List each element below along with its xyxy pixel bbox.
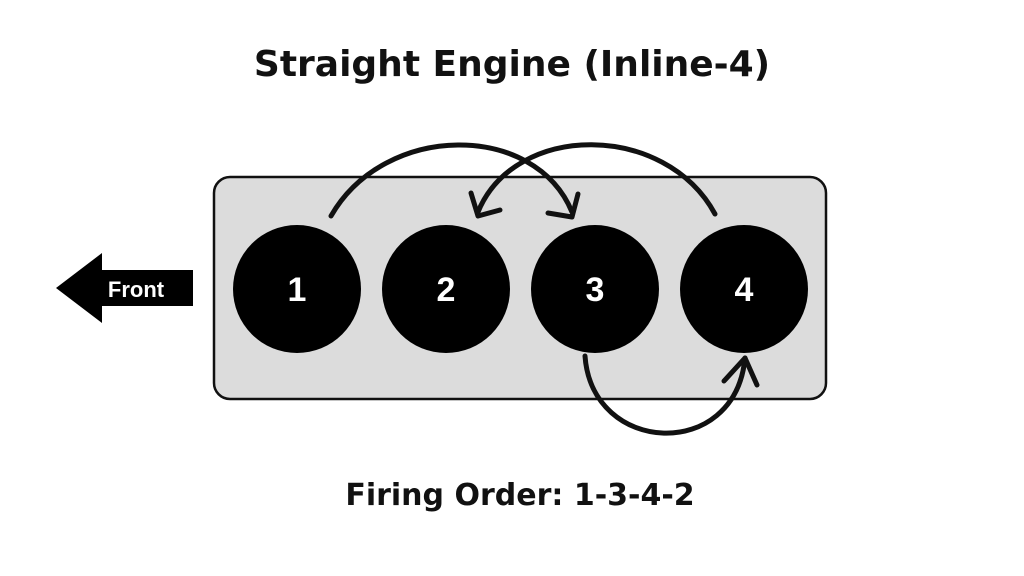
- firing-arrow-3-to-4: [582, 353, 760, 436]
- firing-order-caption: Firing Order: 1-3-4-2: [345, 478, 694, 513]
- cylinder-4: 4: [680, 225, 808, 353]
- diagram-title: Straight Engine (Inline-4): [254, 44, 770, 85]
- arrowhead-down-icon: [545, 191, 581, 220]
- arrowhead-down-icon: [468, 190, 503, 219]
- cylinder-1-circle: [233, 225, 361, 353]
- cylinder-2-label: 2: [437, 271, 456, 309]
- arrowhead-up-icon: [721, 355, 760, 388]
- cylinder-1-label: 1: [288, 271, 307, 309]
- cylinder-3-label: 3: [586, 271, 605, 309]
- cylinder-2-circle: [382, 225, 510, 353]
- front-arrow: Front: [56, 253, 193, 323]
- engine-block: [212, 175, 828, 401]
- cylinder-4-label: 4: [735, 271, 754, 309]
- firing-arc-4-to-2: [475, 142, 718, 217]
- cylinder-2: 2: [382, 225, 510, 353]
- firing-arc-3-to-4: [582, 353, 748, 436]
- firing-arrow-1-to-3: [328, 142, 581, 220]
- front-arrow-icon: [56, 253, 193, 323]
- firing-arc-1-to-3: [328, 142, 575, 219]
- cylinder-3: 3: [531, 225, 659, 353]
- cylinder-4-circle: [680, 225, 808, 353]
- front-label: Front: [108, 277, 165, 302]
- cylinder-1: 1: [233, 225, 361, 353]
- firing-arrow-4-to-2: [468, 142, 718, 219]
- cylinder-3-circle: [531, 225, 659, 353]
